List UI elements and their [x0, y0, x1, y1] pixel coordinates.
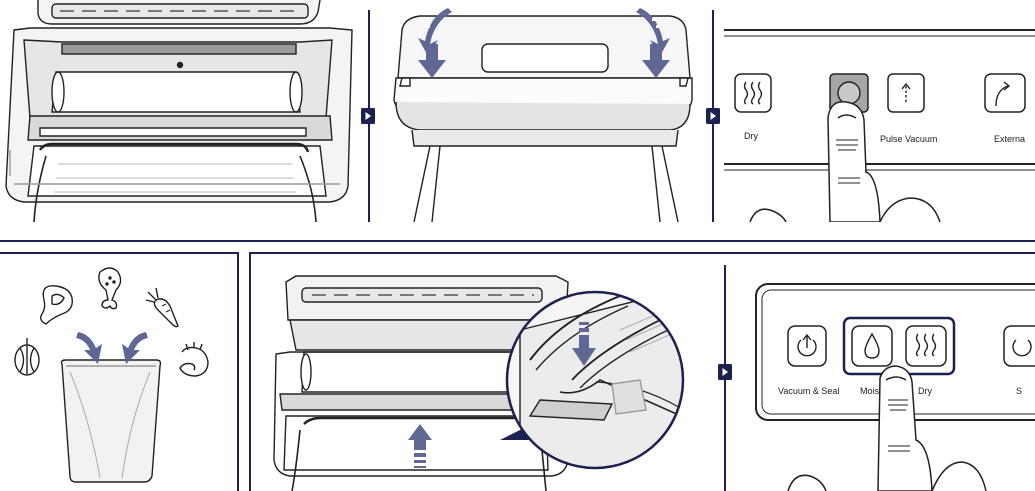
- finger-press: [749, 101, 941, 222]
- down-arrow-right-icon: [122, 332, 148, 364]
- partial-button-label: S: [1016, 386, 1022, 396]
- open-sealer-illustration: [5, 0, 353, 222]
- bag: [60, 359, 162, 483]
- moist-label: Moist: [860, 386, 882, 396]
- control-panel-bottom: Vacuum & Seal Moist Dry S: [755, 283, 1035, 491]
- control-panel-top: Dry Pulse Vacuum Externa: [724, 29, 1035, 222]
- food-bag-illustration: [14, 267, 209, 483]
- vacuum-seal-button: Vacuum & Seal: [778, 325, 839, 396]
- steam-icon: [915, 333, 937, 357]
- up-arrow-icon: [901, 82, 911, 102]
- down-arrow-left-icon: [76, 332, 102, 364]
- external-button: Externa: [984, 73, 1026, 144]
- power-arrow-icon: [797, 333, 817, 357]
- dry-button-2: Dry: [905, 325, 947, 396]
- drumstick-icon: [98, 267, 122, 310]
- step-arrow-icon: [361, 108, 375, 124]
- droplet-icon: [864, 332, 880, 359]
- zoom-detail: [505, 290, 685, 470]
- finger-press: [787, 365, 987, 491]
- meat-icon: [39, 285, 73, 325]
- down-arrow-icon: [572, 322, 596, 366]
- steam-icon: [743, 81, 763, 105]
- curved-arrow-icon: [995, 81, 1011, 107]
- carrot-icon: [145, 287, 179, 328]
- bottom-left-frame: [0, 252, 239, 491]
- closing-lid-illustration: [393, 8, 693, 222]
- moist-button: Moist: [851, 325, 893, 396]
- external-button-label: Externa: [994, 134, 1025, 144]
- dry-label: Dry: [918, 386, 932, 396]
- onion-icon: [14, 338, 40, 376]
- bottom-right-frame: [249, 252, 1035, 491]
- partial-button: S: [1003, 325, 1035, 396]
- down-arrow-right-icon: [636, 8, 670, 78]
- dry-button-label: Dry: [744, 131, 758, 141]
- dry-button: Dry: [734, 73, 772, 141]
- step-arrow-icon: [706, 108, 720, 124]
- up-arrow-icon: [408, 424, 432, 468]
- vacuum-seal-label: Vacuum & Seal: [778, 386, 839, 396]
- pulse-vacuum-label: Pulse Vacuum: [880, 134, 937, 144]
- circle-button-icon: [837, 81, 861, 105]
- down-arrow-left-icon: [418, 8, 452, 78]
- shrimp-icon: [179, 342, 209, 377]
- insert-bag-illustration: [273, 275, 571, 491]
- step-arrow-icon: [718, 364, 732, 380]
